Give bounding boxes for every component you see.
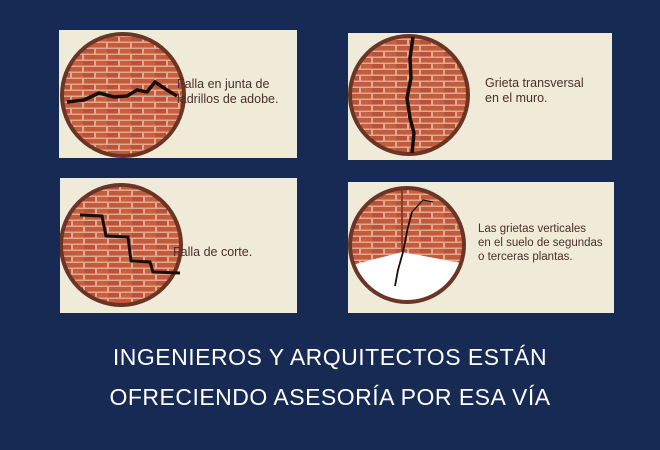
caption-line: Grieta transversal: [485, 76, 584, 90]
card-joint-failure: Falla en junta de ladrillos de adobe.: [59, 30, 297, 158]
caption: Grieta transversal en el muro.: [485, 76, 584, 106]
caption: Falla de corte.: [173, 245, 252, 260]
caption-line: Las grietas verticales: [478, 223, 587, 235]
card-transverse-crack: Grieta transversal en el muro.: [348, 33, 612, 160]
headline-line-2: OFRECIENDO ASESORÍA POR ESA VÍA: [109, 384, 551, 410]
caption-line: Falla en junta de: [177, 77, 270, 91]
caption-line: Falla de corte.: [173, 245, 253, 259]
caption: Las grietas verticales en el suelo de se…: [478, 222, 603, 264]
caption-line: en el suelo de segundas: [478, 237, 603, 249]
caption-line: o terceras plantas.: [478, 251, 573, 263]
headline-line-1: INGENIEROS Y ARQUITECTOS ESTÁN: [112, 344, 548, 370]
brick-wall-stepped-crack-icon: [60, 183, 183, 307]
caption-line: en el muro.: [485, 91, 548, 105]
brick-wall-vertical-crack-icon: [348, 34, 470, 156]
caption: Falla en junta de ladrillos de adobe.: [177, 77, 278, 107]
brick-corner-floor-crack-icon: [348, 186, 466, 304]
caption-line: ladrillos de adobe.: [177, 92, 279, 106]
card-shear-failure: Falla de corte.: [60, 178, 297, 313]
card-floor-cracks: Las grietas verticales en el suelo de se…: [348, 182, 614, 313]
brick-wall-horizontal-crack-icon: [60, 32, 186, 158]
